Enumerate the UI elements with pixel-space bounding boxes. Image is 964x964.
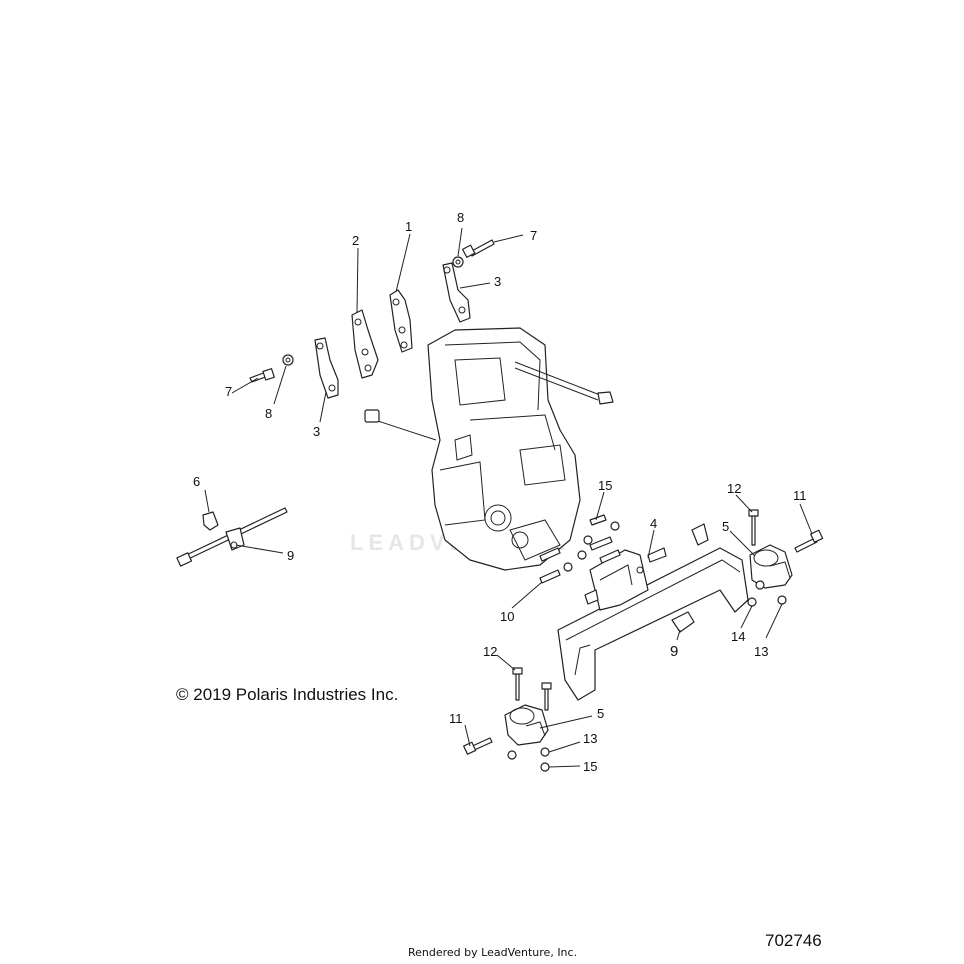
callout-9: 9 (287, 548, 294, 563)
callout-14: 14 (731, 629, 745, 644)
copyright-notice: © 2019 Polaris Industries Inc. (176, 685, 399, 704)
plate-3-lower (314, 337, 339, 399)
callout-5: 5 (722, 519, 729, 534)
callout-3: 3 (313, 424, 320, 439)
callout-12: 12 (483, 644, 497, 659)
engine-assembly (364, 327, 614, 571)
callout-11: 11 (449, 711, 463, 726)
callout-1: 1 (405, 219, 412, 234)
callout-15: 15 (583, 759, 597, 774)
engine-mount-bracket (557, 523, 749, 701)
callout-13: 13 (583, 731, 597, 746)
callout-8: 8 (457, 210, 464, 225)
callout-5: 5 (597, 706, 604, 721)
callout-3: 3 (494, 274, 501, 289)
callout-6: 6 (193, 474, 200, 489)
callout-15: 15 (598, 478, 612, 493)
plate-2 (351, 309, 379, 379)
engine-mount-plates (314, 262, 471, 399)
callout-9: 9 (670, 643, 678, 660)
drawing-number: 702746 (765, 931, 822, 950)
harness-clip-assembly (176, 507, 288, 567)
callout-11: 11 (793, 488, 807, 503)
callout-13: 13 (754, 644, 768, 659)
callout-12: 12 (727, 481, 741, 496)
callout-8: 8 (265, 406, 272, 421)
engine-mount-right (749, 544, 793, 589)
plate-1 (389, 289, 413, 353)
callout-labels: 1 2 3 3 4 5 5 6 7 7 8 8 9 9 10 11 11 12 … (193, 210, 807, 774)
leader-lines (204, 227, 813, 768)
callout-4: 4 (650, 516, 657, 531)
engine-mount-left (504, 704, 549, 746)
callout-7: 7 (225, 384, 232, 399)
rendered-by-credit: Rendered by LeadVenture, Inc. (408, 946, 578, 959)
callout-10: 10 (500, 609, 514, 624)
callout-7: 7 (530, 228, 537, 243)
plate-3-upper (442, 262, 471, 323)
callout-2: 2 (352, 233, 359, 248)
